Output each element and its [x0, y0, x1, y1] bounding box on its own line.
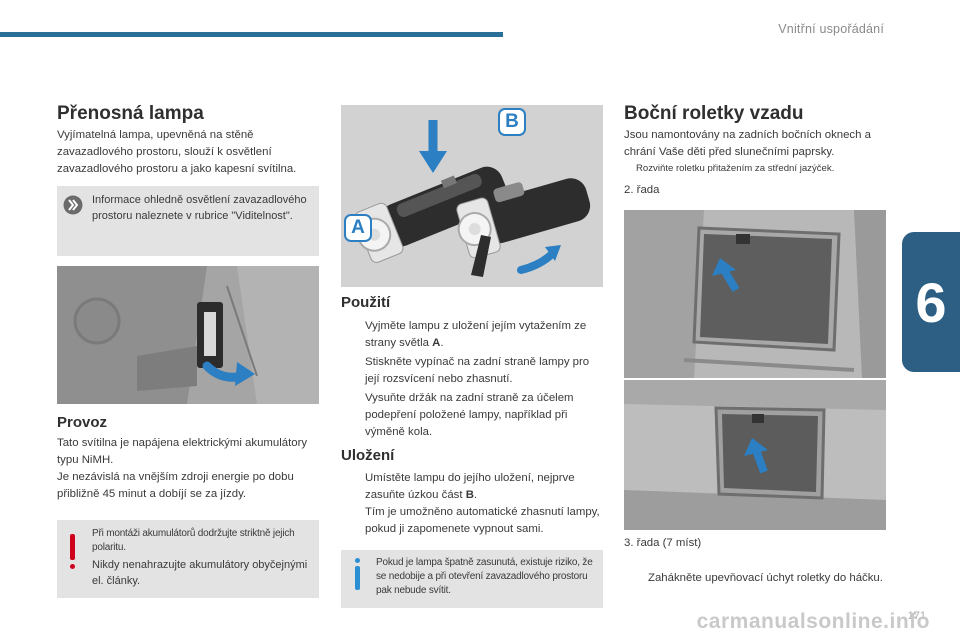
top-accent-bar — [0, 32, 503, 37]
info-box-charging: Pokud je lampa špatně zasunutá, existuje… — [341, 550, 603, 608]
section-title-ulozeni: Uložení — [341, 447, 395, 464]
trunk-lamp-photo — [57, 266, 319, 404]
arrow-circle-icon — [63, 195, 83, 215]
section-title-lamp: Přenosná lampa — [57, 103, 204, 124]
warning-icon-dot — [70, 564, 75, 569]
label-b: B — [505, 111, 519, 132]
page-number: 171 — [907, 610, 926, 622]
ulozeni-list: Umístěte lampu do jejího uložení, nejprv… — [341, 470, 603, 540]
info-box-charging-text: Pokud je lampa špatně zasunutá, existuje… — [376, 557, 593, 596]
blind-row2-photo — [624, 210, 886, 378]
row-3-label: 3. řada (7 míst) — [624, 537, 702, 549]
list-item: Vyjměte lampu z uložení jejím vytažením … — [365, 320, 587, 349]
watermark-text: carmanualsonline.info — [696, 610, 930, 633]
provoz-text-2: Je nezávislá na vnějším zdroji energie p… — [57, 471, 294, 500]
blinds-final-list: Zahákněte upevňovací úchyt roletky do há… — [624, 570, 886, 589]
blinds-bullet: Rozviňte roletku přitažením za střední j… — [636, 163, 835, 174]
list-item: Zahákněte upevňovací úchyt roletky do há… — [648, 572, 883, 584]
row-2-label: 2. řada — [624, 184, 660, 196]
label-a: A — [351, 217, 365, 238]
provoz-text-1: Tato svítilna je napájena elektrickými a… — [57, 437, 308, 466]
lamp-intro: Vyjímatelná lampa, upevněná na stěně zav… — [57, 129, 297, 175]
warning-box: Při montáži akumulátorů dodržujte strikt… — [57, 520, 319, 598]
section-title-pouziti: Použití — [341, 294, 391, 311]
warning-text-2: Nikdy nenahrazujte akumulátory obyčejným… — [92, 559, 308, 587]
info-icon — [355, 566, 360, 590]
blinds-intro: Jsou namontovány na zadních bočních okne… — [624, 129, 871, 158]
blind-row3-photo — [624, 380, 886, 530]
info-icon-dot — [355, 558, 360, 563]
warning-text-1: Při montáži akumulátorů dodržujte strikt… — [92, 528, 295, 553]
info-box-lighting: Informace ohledně osvětlení zavazadlovéh… — [57, 186, 319, 256]
section-title-blinds: Boční roletky vzadu — [624, 103, 804, 124]
warning-icon — [70, 534, 75, 560]
list-item: Stiskněte vypínač na zadní straně lampy … — [365, 356, 590, 385]
chapter-tab: 6 — [902, 232, 960, 372]
info-box-text: Informace ohledně osvětlení zavazadlovéh… — [92, 194, 307, 222]
lamp-illustration: B A — [341, 105, 603, 287]
section-title-provoz: Provoz — [57, 414, 108, 431]
pouziti-list: Vyjměte lampu z uložení jejím vytažením … — [341, 318, 603, 443]
list-item: Vysuňte držák na zadní straně za účelem … — [365, 392, 574, 438]
section-header: Vnitřní uspořádání — [778, 22, 884, 36]
list-item: Umístěte lampu do jejího uložení, nejprv… — [365, 472, 600, 535]
